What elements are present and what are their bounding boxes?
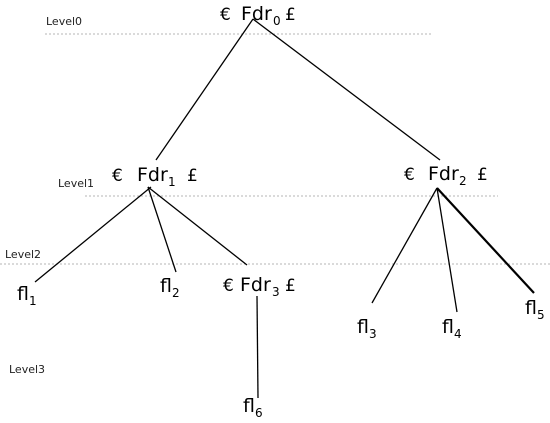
- leaf-fl6-label: fl: [243, 395, 255, 417]
- node-fdr0-label: Fdr: [241, 3, 272, 25]
- pound-symbol: £: [285, 5, 296, 25]
- leaf-fl4-subscript: 4: [454, 327, 462, 341]
- edge-fdr0-fdr2: [252, 18, 441, 161]
- euro-symbol: €: [223, 276, 234, 296]
- level3-label: Level3: [9, 363, 45, 376]
- node-fdr3-label: Fdr: [240, 274, 271, 296]
- leaf-fl2-subscript: 2: [172, 286, 180, 300]
- leaf-fl6: fl 6: [243, 395, 263, 420]
- edge-fdr0-fdr1: [155, 18, 254, 161]
- level2-label: Level2: [5, 248, 41, 261]
- level1-label: Level1: [58, 177, 94, 190]
- leaf-fl4: fl 4: [442, 316, 462, 341]
- leaf-fl3-label: fl: [357, 316, 369, 338]
- node-fdr1-label: Fdr: [137, 164, 168, 186]
- pound-symbol: £: [477, 165, 488, 185]
- node-fdr2: € Fdr 2 £: [404, 163, 488, 188]
- node-fdr0: € Fdr 0 £: [220, 3, 296, 28]
- leaf-fl1-label: fl: [17, 283, 29, 305]
- level0-label: Level0: [46, 15, 82, 28]
- leaf-fl6-subscript: 6: [255, 406, 263, 420]
- node-fdr1: € Fdr 1 £: [112, 164, 198, 189]
- euro-symbol: €: [220, 5, 231, 25]
- node-fdr2-subscript: 2: [459, 174, 467, 188]
- node-fdr3: € Fdr 3 £: [223, 274, 296, 299]
- node-fdr1-subscript: 1: [168, 175, 176, 189]
- node-fdr2-label: Fdr: [428, 163, 459, 185]
- leaf-fl1: fl 1: [17, 283, 37, 308]
- leaf-fl5-label: fl: [525, 297, 537, 319]
- leaf-fl4-label: fl: [442, 316, 454, 338]
- leaf-fl5-subscript: 5: [537, 308, 545, 322]
- node-fdr0-subscript: 0: [273, 14, 281, 28]
- leaf-fl5: fl 5: [525, 297, 545, 322]
- euro-symbol: €: [404, 165, 415, 185]
- edge-fdr1-fl2: [147, 186, 177, 273]
- node-fdr3-subscript: 3: [272, 285, 280, 299]
- leaf-fl2: fl 2: [160, 275, 180, 300]
- leaf-fl3: fl 3: [357, 316, 377, 341]
- pound-symbol: £: [187, 166, 198, 186]
- edge-fdr2-fl4: [436, 187, 458, 313]
- edge-fdr1-fdr3: [147, 186, 248, 266]
- leaf-fl3-subscript: 3: [369, 327, 377, 341]
- edge-fdr2-fl3: [371, 187, 438, 304]
- edge-fdr1-fl1: [34, 186, 152, 283]
- edge-fdr3-fl6: [256, 295, 259, 399]
- euro-symbol: €: [112, 166, 123, 186]
- pound-symbol: £: [285, 276, 296, 296]
- leaf-fl2-label: fl: [160, 275, 172, 297]
- edge-fdr2-fl5: [436, 187, 535, 294]
- leaf-fl1-subscript: 1: [29, 294, 37, 308]
